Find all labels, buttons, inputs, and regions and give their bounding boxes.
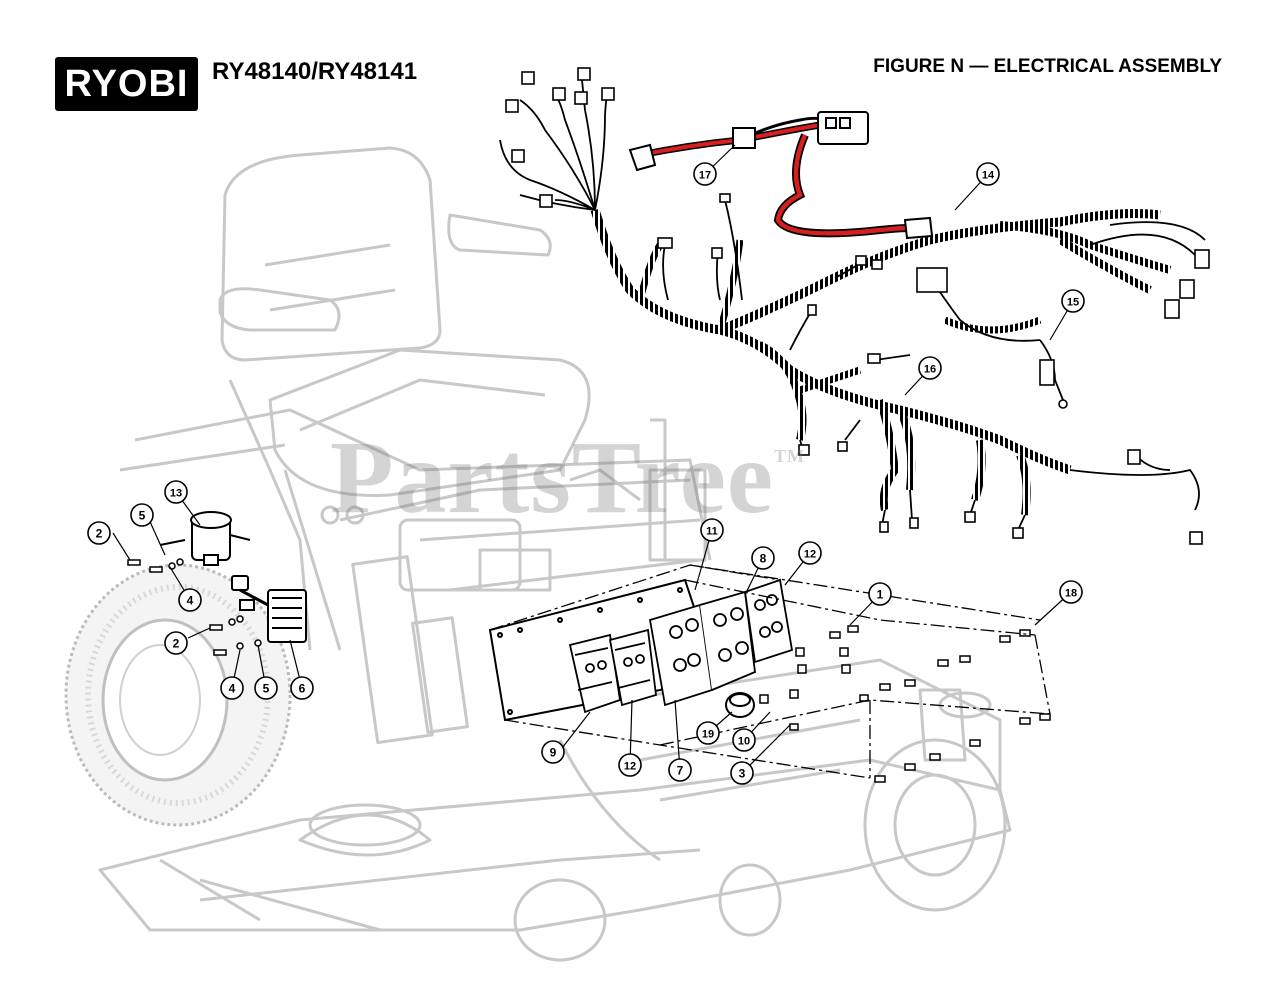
callout-label: 7 (677, 764, 684, 778)
callout-11: 11 (700, 518, 724, 542)
callout-9: 9 (541, 740, 565, 764)
callout-label: 19 (702, 729, 714, 741)
mower-outline (98, 146, 1012, 962)
callout-label: 2 (96, 527, 103, 541)
callout-circle (976, 162, 1000, 186)
callout-16: 16 (918, 356, 942, 380)
callout-circle (1061, 289, 1085, 313)
callout-label: 18 (1065, 588, 1077, 600)
harness-connectors (505, 67, 1210, 545)
callout-6: 6 (290, 676, 314, 700)
callout-circle (164, 480, 188, 504)
callout-1: 1 (868, 582, 892, 606)
callout-18: 18 (1059, 580, 1083, 604)
callout-2: 2 (87, 521, 111, 545)
callout-circle (798, 541, 822, 565)
callout-circle (751, 546, 775, 570)
motor-controller-right (744, 578, 794, 664)
callout-circle (693, 162, 717, 186)
callout-label: 10 (738, 736, 750, 748)
watermark-text: PartsTree (330, 420, 775, 535)
callout-circle (668, 758, 692, 782)
callout-15: 15 (1061, 289, 1085, 313)
callout-circle (178, 588, 202, 612)
callout-label: 3 (739, 767, 746, 781)
callout-circle (700, 518, 724, 542)
motor-controller-center (648, 590, 756, 707)
rear-tire (64, 563, 292, 827)
battery-cables (639, 116, 911, 238)
callout-17: 17 (693, 162, 717, 186)
callout-label: 16 (924, 364, 936, 376)
callout-4: 4 (220, 676, 244, 700)
callout-10: 10 (732, 728, 756, 752)
callout-label: 12 (804, 549, 816, 561)
model-number: RY48140/RY48141 (212, 58, 418, 85)
callout-12: 12 (798, 541, 822, 565)
callout-label: 4 (187, 594, 194, 608)
callout-circle (730, 761, 754, 785)
callout-circle (618, 753, 642, 777)
ryobi-logo: RYOBI (55, 57, 198, 111)
callout-circle (1059, 580, 1083, 604)
callout-label: 14 (982, 170, 995, 182)
callout-label: 5 (139, 509, 146, 523)
callout-3: 3 (730, 761, 754, 785)
callout-circle (541, 740, 565, 764)
callout-circle (696, 721, 720, 745)
callout-19: 19 (696, 721, 720, 745)
callout-8: 8 (751, 546, 775, 570)
callout-label: 8 (760, 552, 767, 566)
assembly-phantom-lines (489, 564, 1051, 779)
brand-text: RYOBI (64, 62, 189, 105)
callout-circle (868, 582, 892, 606)
callout-circle (254, 676, 278, 700)
callout-circle (220, 676, 244, 700)
watermark: PartsTreeTM (330, 418, 805, 537)
callout-label: 1 (877, 588, 884, 602)
fuse-holder (725, 692, 755, 718)
callout-label: 11 (706, 526, 718, 538)
callout-4: 4 (178, 588, 202, 612)
motor-controller-left (568, 628, 657, 714)
fasteners-left (127, 558, 262, 656)
callout-circle (164, 631, 188, 655)
callout-5: 5 (254, 676, 278, 700)
callout-12: 12 (618, 753, 642, 777)
callout-circle (732, 728, 756, 752)
callout-label: 2 (173, 637, 180, 651)
watermark-tm: TM (774, 446, 806, 466)
voltage-regulator (231, 575, 307, 643)
fasteners-right (759, 625, 1051, 783)
header: RYOBI RY48140/RY48141 FIGURE N — ELECTRI… (0, 0, 1280, 111)
callout-label: 9 (550, 746, 557, 760)
callout-14: 14 (976, 162, 1000, 186)
callout-7: 7 (668, 758, 692, 782)
callout-2: 2 (164, 631, 188, 655)
battery-connector (628, 111, 934, 240)
callout-label: 4 (229, 682, 236, 696)
callout-label: 5 (263, 682, 270, 696)
callout-13: 13 (164, 480, 188, 504)
figure-title: FIGURE N — ELECTRICAL ASSEMBLY (873, 56, 1222, 77)
callout-circle (918, 356, 942, 380)
callout-circle (290, 676, 314, 700)
callout-5: 5 (130, 503, 154, 527)
callout-label: 6 (299, 682, 306, 696)
callout-label: 15 (1067, 297, 1079, 309)
relay-assembly (159, 511, 251, 566)
callout-label: 13 (170, 488, 182, 500)
callout-label: 12 (624, 761, 636, 773)
lead-wires (499, 79, 1206, 531)
callout-label: 17 (699, 170, 711, 182)
callout-circle (130, 503, 154, 527)
callout-circle (87, 521, 111, 545)
